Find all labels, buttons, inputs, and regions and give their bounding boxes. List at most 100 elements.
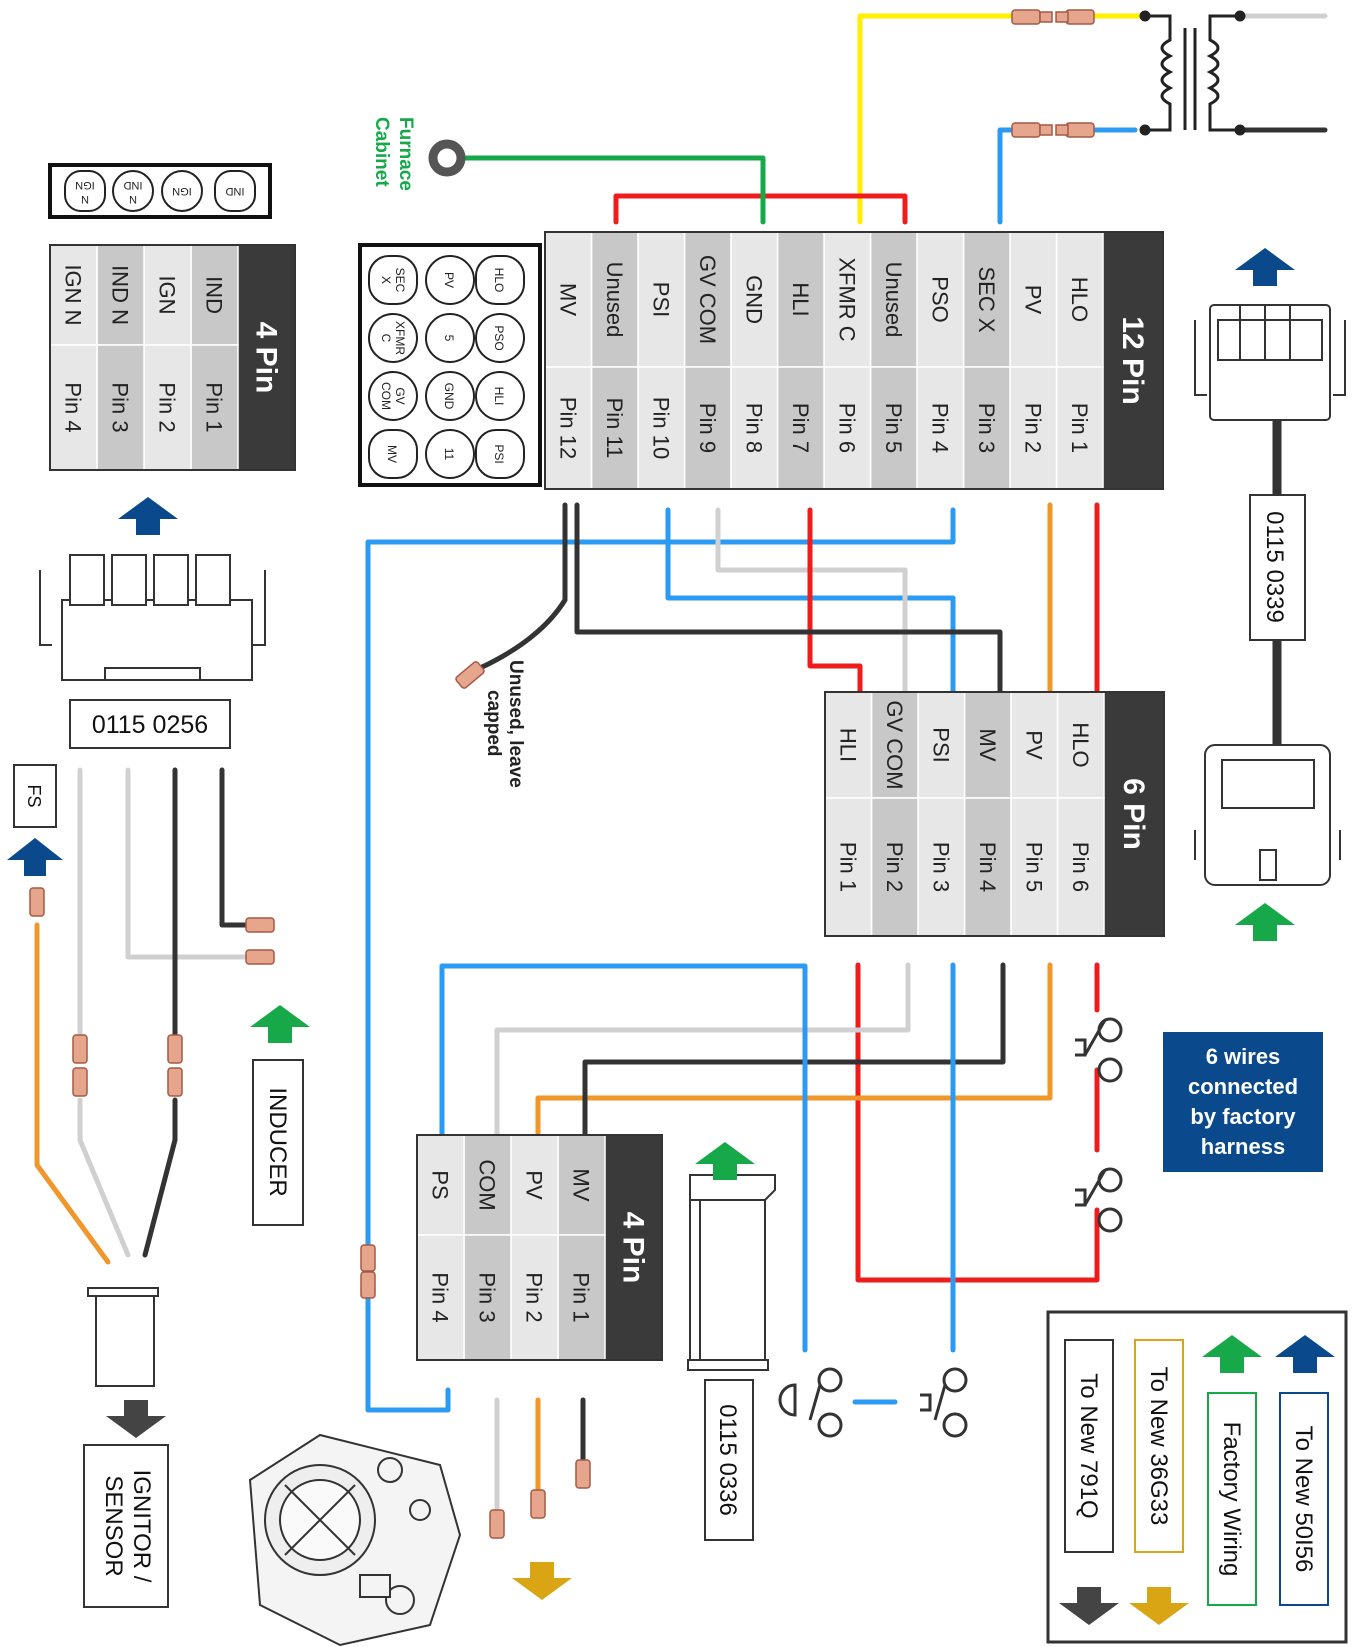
plug-6-pin-drawing: [1194, 744, 1341, 886]
pin-number-label: Pin 2: [1020, 403, 1045, 453]
pin-number-label: Pin 11: [602, 398, 627, 459]
connector-title: 6 Pin: [1117, 778, 1150, 850]
legend-item: To New 36G33: [1145, 1367, 1172, 1526]
pin-number-label: Pin 2: [155, 382, 180, 432]
plug-pin-label: HLI: [492, 387, 506, 406]
pin-number-label: Pin 1: [1067, 403, 1092, 453]
green-arrow-icon: [250, 1005, 310, 1043]
ignitor-connector-drawing: [87, 1287, 159, 1387]
pin-function-label: IND: [202, 276, 227, 314]
pin-function-label: HLI: [788, 282, 813, 316]
pin-function-label: PV: [1020, 285, 1045, 315]
svg-text:Cabinet: Cabinet: [371, 117, 392, 187]
navy-arrow-icon: [1235, 248, 1295, 286]
plug-pin-label: GV: [393, 387, 407, 404]
navy-arrow-icon: [7, 838, 63, 876]
svg-text:IGNITOR /: IGNITOR /: [128, 1470, 155, 1583]
plug-pin-label: PV: [442, 272, 456, 288]
pin-number-label: Pin 2: [522, 1272, 547, 1322]
transformer-symbol: [1139, 10, 1246, 136]
ignitor-sensor-label: IGNITOR / SENSOR: [83, 1444, 169, 1608]
connector-title: 12 Pin: [1116, 316, 1149, 404]
pin-number-label: Pin 12: [555, 397, 580, 459]
pin-number-label: Pin 1: [835, 842, 860, 892]
pin-number-label: Pin 10: [648, 397, 673, 459]
pin-function-label: GV COM: [695, 255, 720, 344]
wire-blue-secx: [997, 127, 1015, 225]
inducer-label: INDUCER: [252, 1059, 304, 1226]
green-arrow-icon: [1202, 1335, 1262, 1373]
navy-arrow-icon: [118, 497, 178, 535]
pin-number-label: Pin 6: [1068, 842, 1093, 892]
fs-label: FS: [13, 764, 57, 828]
dark-arrow-icon: [106, 1400, 166, 1438]
plug-pin-label: GND: [442, 383, 456, 410]
pin-number-label: Pin 3: [928, 842, 953, 892]
svg-text:0115 0256: 0115 0256: [92, 711, 208, 739]
pin-function-label: COM: [475, 1159, 500, 1210]
pin-number-label: Pin 3: [108, 382, 133, 432]
plug-4-pin-valve-drawing: [687, 1174, 776, 1371]
plug-pin-label: COM: [379, 382, 393, 410]
pin-function-label: GV COM: [882, 700, 907, 789]
gold-arrow-icon: [1129, 1587, 1189, 1625]
svg-text:by factory: by factory: [1190, 1104, 1296, 1129]
pin-function-label: HLO: [1068, 722, 1093, 767]
unused-capped-label: Unused, leave capped: [483, 660, 526, 788]
pin-function-label: PSI: [928, 727, 953, 762]
plug-pin-label: HLO: [492, 268, 506, 293]
plug-pin-label: PSI: [492, 444, 506, 463]
pin-function-label: PV: [1021, 730, 1046, 760]
svg-text:capped: capped: [483, 690, 504, 757]
wire-green-ground: [462, 155, 766, 225]
pin-function-label: SEC X: [974, 266, 999, 332]
dark-arrow-icon: [1059, 1587, 1119, 1625]
legend-item: To New 50I56: [1290, 1426, 1317, 1573]
switch-icon: [1075, 1167, 1123, 1233]
svg-text:connected: connected: [1188, 1074, 1298, 1099]
ground-ring-icon: [428, 139, 466, 177]
plug-pin-label: IND: [225, 185, 244, 197]
pin-number-label: Pin 8: [741, 403, 766, 453]
navy-arrow-icon: [1275, 1335, 1335, 1373]
legend-item: To New 791Q: [1075, 1373, 1102, 1518]
pin-number-label: Pin 6: [834, 403, 859, 453]
part-number-0115-0336: 0115 0336: [704, 1379, 754, 1541]
svg-text:6 wires: 6 wires: [1206, 1044, 1281, 1069]
pin-function-label: IGN N: [61, 264, 86, 325]
pin-function-label: MV: [975, 729, 1000, 762]
part-number-0115-0256: 0115 0256: [69, 699, 231, 749]
pin-function-label: GND: [741, 275, 766, 324]
switch-icon: [920, 1367, 968, 1438]
svg-text:harness: harness: [1201, 1134, 1285, 1159]
plug-12-pin-drawing: [1194, 304, 1346, 421]
legend: To New 50I56 Factory Wiring To New 36G33…: [1046, 1310, 1348, 1644]
plug-pin-label: 11: [442, 448, 456, 461]
pin-number-label: Pin 4: [428, 1272, 453, 1322]
svg-text:Furnace: Furnace: [395, 117, 416, 191]
pin-function-label: XFMR C: [834, 257, 859, 341]
pin-number-label: Pin 9: [695, 403, 720, 453]
connector-title: 4 Pin: [250, 322, 283, 394]
pin-number-label: Pin 4: [61, 382, 86, 432]
green-arrow-icon: [1235, 903, 1295, 941]
pin-number-label: Pin 3: [475, 1272, 500, 1322]
pin-number-label: Pin 1: [202, 382, 227, 432]
wires: [34, 13, 1328, 1518]
pin-number-label: Pin 3: [974, 403, 999, 453]
pin-function-label: PSI: [648, 282, 673, 317]
plug-pin-label: PSO: [492, 325, 506, 350]
wire-yellow-xfmr: [857, 13, 1013, 225]
pin-function-label: Unused: [602, 262, 627, 338]
svg-text:0115 0339: 0115 0339: [1261, 511, 1288, 623]
switch-icon: [1075, 1017, 1123, 1083]
legend-item: Factory Wiring: [1218, 1422, 1245, 1577]
svg-text:INDUCER: INDUCER: [264, 1087, 291, 1196]
pin-number-label: Pin 2: [882, 842, 907, 892]
